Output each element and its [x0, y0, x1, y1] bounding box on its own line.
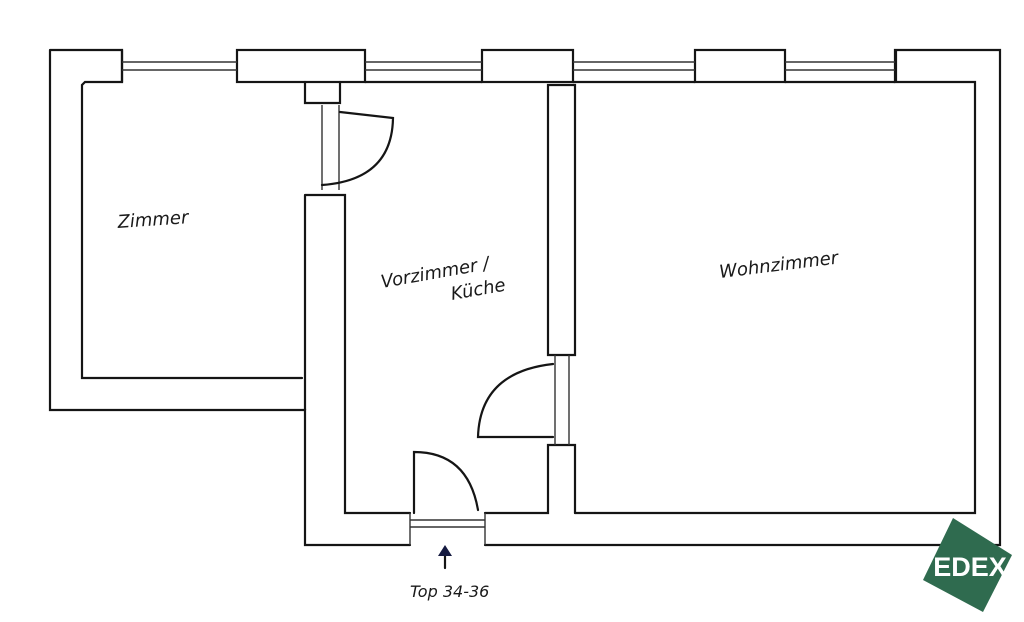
entrance-arrow-icon: [438, 545, 452, 570]
logo-text: EDEX: [933, 552, 1007, 582]
outer-walls: [48, 48, 1002, 547]
door-wohnzimmer: [476, 362, 555, 439]
entrance-label: Top 34-36: [410, 582, 489, 601]
wall-blocks-top: [235, 48, 787, 105]
interior-walls: [303, 83, 577, 545]
door-zimmer: [320, 105, 395, 190]
room-label-wohnzimmer: Wohnzimmer: [718, 247, 841, 283]
windows: [122, 61, 897, 84]
door-entrance: [412, 450, 480, 515]
edex-logo: EDEX: [923, 518, 1012, 612]
room-label-zimmer: Zimmer: [116, 207, 191, 233]
